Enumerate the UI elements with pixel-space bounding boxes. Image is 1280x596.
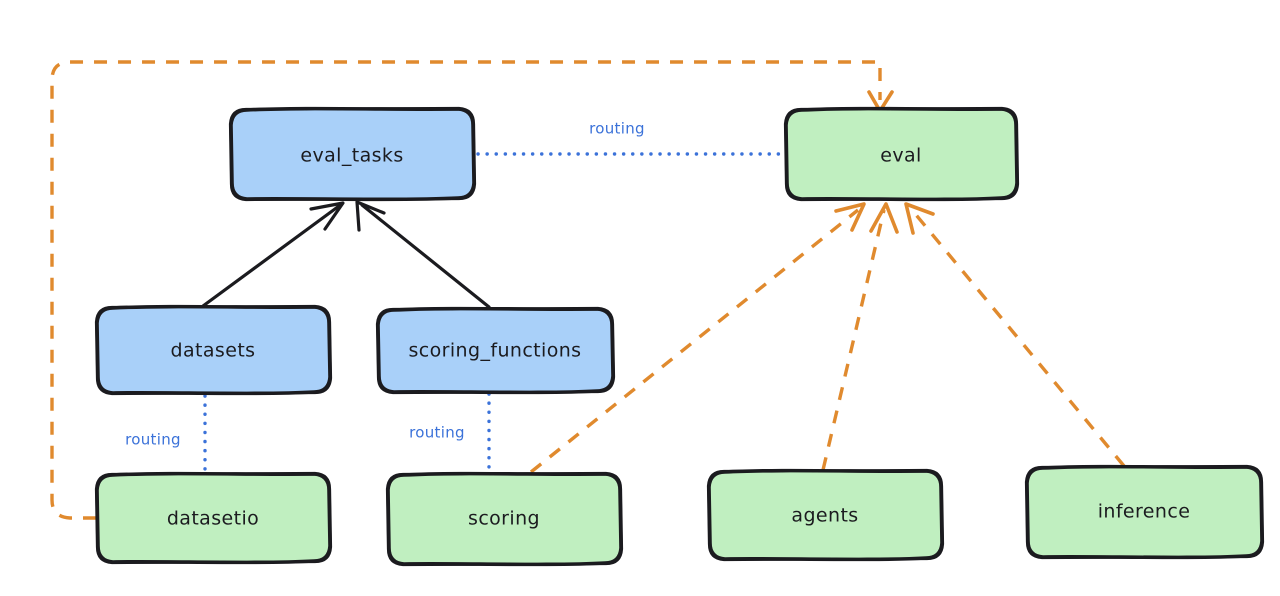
edge-label-routing-scoring-functions: routing [409, 424, 465, 442]
node-datasets[interactable]: datasets [94, 304, 333, 396]
node-label-eval-tasks: eval_tasks [300, 145, 403, 167]
edge-agents-to-eval [821, 202, 899, 471]
node-label-scoring: scoring [468, 508, 540, 530]
node-label-datasets: datasets [171, 340, 256, 362]
node-datasetio[interactable]: datasetio [94, 471, 333, 565]
node-label-inference: inference [1098, 501, 1191, 523]
node-inference[interactable]: inference [1024, 464, 1265, 560]
edge-label-routing-datasets: routing [125, 431, 181, 449]
edge-label-routing-eval-tasks: routing [589, 120, 645, 138]
node-label-agents: agents [791, 505, 858, 527]
node-eval[interactable]: eval [783, 106, 1020, 202]
node-eval-tasks[interactable]: eval_tasks [228, 106, 477, 202]
node-label-scoring-functions: scoring_functions [409, 340, 582, 362]
edge-datasets-to-eval-tasks [201, 201, 345, 308]
edge-scoring-to-eval [529, 202, 866, 474]
edge-inference-to-eval [904, 202, 1126, 468]
node-scoring-functions[interactable]: scoring_functions [375, 306, 616, 395]
node-label-eval: eval [880, 145, 921, 167]
node-agents[interactable]: agents [706, 468, 945, 562]
node-label-datasetio: datasetio [167, 508, 259, 530]
edge-scoring-functions-to-eval-tasks [355, 200, 491, 309]
node-scoring[interactable]: scoring [385, 471, 624, 567]
